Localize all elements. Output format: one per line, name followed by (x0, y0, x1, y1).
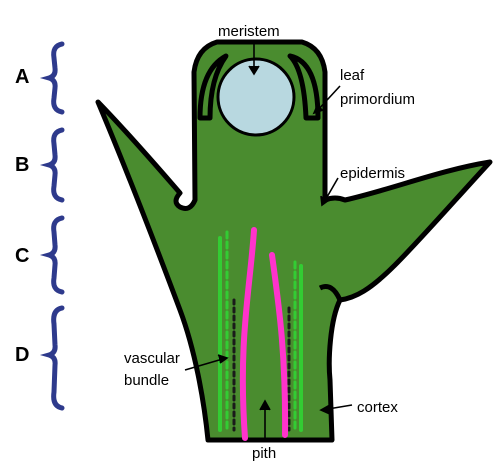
zone-label-c: C (15, 245, 29, 267)
vascular-bundles (218, 230, 303, 434)
zone-label-d: D (15, 344, 29, 366)
bracket-a (39, 41, 65, 115)
leaf-primordium-arrowhead (312, 103, 324, 115)
leaf-primordium-left (197, 53, 229, 121)
shoot-body (95, 39, 493, 443)
phloem-strand-right (269, 252, 289, 438)
epidermis-label: epidermis (340, 165, 405, 182)
zone-label-b: B (15, 154, 29, 176)
pith-label: pith (252, 445, 276, 462)
pith-arrowhead (259, 399, 271, 411)
cortex-label: cortex (357, 399, 398, 416)
meristem-label: meristem (218, 23, 280, 40)
cortex-arrowhead (319, 404, 331, 415)
stem-bump-right (318, 284, 343, 302)
vascular-bundle-label-line2: bundle (124, 372, 169, 389)
meristem-dome (216, 57, 296, 137)
zone-label-a: A (15, 66, 29, 88)
leaf-primordium-right (287, 53, 321, 121)
leader-lines (184, 40, 353, 440)
leaf-primordium-label-line1: leaf (340, 67, 365, 84)
vascular-bundle-arrow (184, 357, 227, 371)
bracket-d (39, 305, 65, 411)
phloem-strand-left (239, 227, 257, 441)
meristem-arrowhead (248, 65, 260, 76)
vascular-bundle-arrowhead (217, 354, 229, 364)
vascular-bundle-label-line1: vascular (124, 350, 180, 367)
bracket-b (39, 127, 65, 203)
bracket-c (39, 215, 65, 295)
leaf-primordium-label-line2: primordium (340, 91, 415, 108)
zone-brackets (39, 41, 65, 411)
epidermis-arrowhead (320, 195, 330, 207)
